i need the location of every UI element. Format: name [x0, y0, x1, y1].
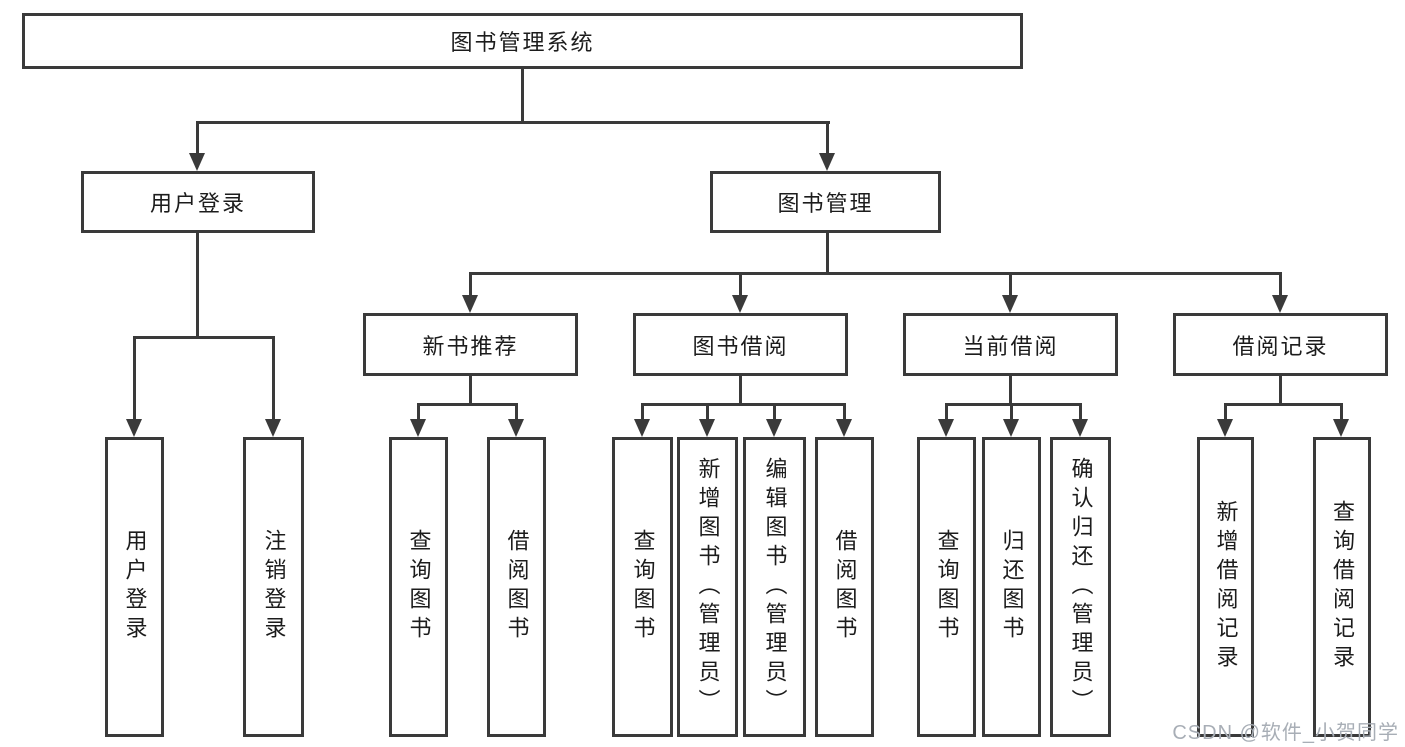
arrowhead-down-icon: [265, 419, 281, 437]
arrowhead-down-icon: [126, 419, 142, 437]
arrowhead-down-icon: [1003, 419, 1019, 437]
leaf-borrow-query-book: 查询图书: [612, 437, 673, 737]
node-root-library-system: 图书管理系统: [22, 13, 1023, 69]
leaf-newbook-query-book: 查询图书: [389, 437, 448, 737]
leaf-current-return-book: 归还图书: [982, 437, 1041, 737]
leaf-records-add-record: 新增借阅记录: [1197, 437, 1254, 737]
connector-borrow-records-stem: [1279, 376, 1282, 405]
connector-drop: [1340, 406, 1343, 421]
connector-current-borrow-hline: [945, 403, 1082, 406]
connector-drop: [706, 406, 709, 421]
leaf-borrow-add-book-admin: 新增图书（管理员）: [677, 437, 738, 737]
arrowhead-down-icon: [462, 295, 478, 313]
leaf-newbook-borrow-book: 借阅图书: [487, 437, 546, 737]
node-borrow-records: 借阅记录: [1173, 313, 1388, 376]
connector-drop-borrow-records: [1279, 275, 1282, 297]
arrowhead-down-icon: [634, 419, 650, 437]
connector-drop-leaf-user-login: [133, 339, 136, 421]
arrowhead-down-icon: [699, 419, 715, 437]
connector-drop-new-book: [469, 275, 472, 297]
connector-borrow-records-hline: [1224, 403, 1343, 406]
connector-drop: [515, 406, 518, 421]
connector-root-stem: [521, 69, 524, 122]
connector-drop: [641, 406, 644, 421]
csdn-watermark: CSDN @软件_小贺同学: [1172, 722, 1399, 744]
leaf-current-query-book: 查询图书: [917, 437, 976, 737]
connector-drop-book-management: [826, 124, 829, 156]
leaf-borrow-borrow-book: 借阅图书: [815, 437, 874, 737]
arrowhead-down-icon: [938, 419, 954, 437]
leaf-logout: 注销登录: [243, 437, 304, 737]
connector-level2-hline: [196, 121, 830, 124]
arrowhead-down-icon: [732, 295, 748, 313]
arrowhead-down-icon: [1072, 419, 1088, 437]
connector-book-management-stem: [826, 233, 829, 274]
leaf-borrow-edit-book-admin: 编辑图书（管理员）: [743, 437, 806, 737]
arrowhead-down-icon: [836, 419, 852, 437]
arrowhead-down-icon: [410, 419, 426, 437]
arrowhead-down-icon: [1333, 419, 1349, 437]
connector-drop: [1224, 406, 1227, 421]
arrowhead-down-icon: [1272, 295, 1288, 313]
connector-user-login-hline: [133, 336, 275, 339]
connector-book-borrow-hline: [641, 403, 846, 406]
connector-book-borrow-stem: [739, 376, 742, 405]
leaf-current-confirm-return-admin: 确认归还（管理员）: [1050, 437, 1111, 737]
node-user-login: 用户登录: [81, 171, 315, 233]
connector-user-login-stem: [196, 233, 199, 338]
arrowhead-down-icon: [1217, 419, 1233, 437]
connector-drop-leaf-logout: [272, 339, 275, 421]
connector-drop: [1010, 406, 1013, 421]
connector-drop: [773, 406, 776, 421]
connector-drop: [1079, 406, 1082, 421]
arrowhead-down-icon: [819, 153, 835, 171]
node-current-borrow: 当前借阅: [903, 313, 1118, 376]
connector-level3-hline: [469, 272, 1282, 275]
node-book-borrow: 图书借阅: [633, 313, 848, 376]
connector-drop: [417, 406, 420, 421]
node-new-book-recommend: 新书推荐: [363, 313, 578, 376]
connector-drop: [945, 406, 948, 421]
connector-new-book-hline: [417, 403, 518, 406]
arrowhead-down-icon: [508, 419, 524, 437]
arrowhead-down-icon: [1002, 295, 1018, 313]
node-book-management: 图书管理: [710, 171, 941, 233]
connector-drop-current-borrow: [1009, 275, 1012, 297]
connector-drop-book-borrow: [739, 275, 742, 297]
connector-drop-user-login: [196, 124, 199, 156]
arrowhead-down-icon: [189, 153, 205, 171]
leaf-user-login: 用户登录: [105, 437, 164, 737]
connector-new-book-stem: [469, 376, 472, 405]
leaf-records-query-record: 查询借阅记录: [1313, 437, 1371, 737]
arrowhead-down-icon: [766, 419, 782, 437]
connector-current-borrow-stem: [1009, 376, 1012, 405]
connector-drop: [843, 406, 846, 421]
